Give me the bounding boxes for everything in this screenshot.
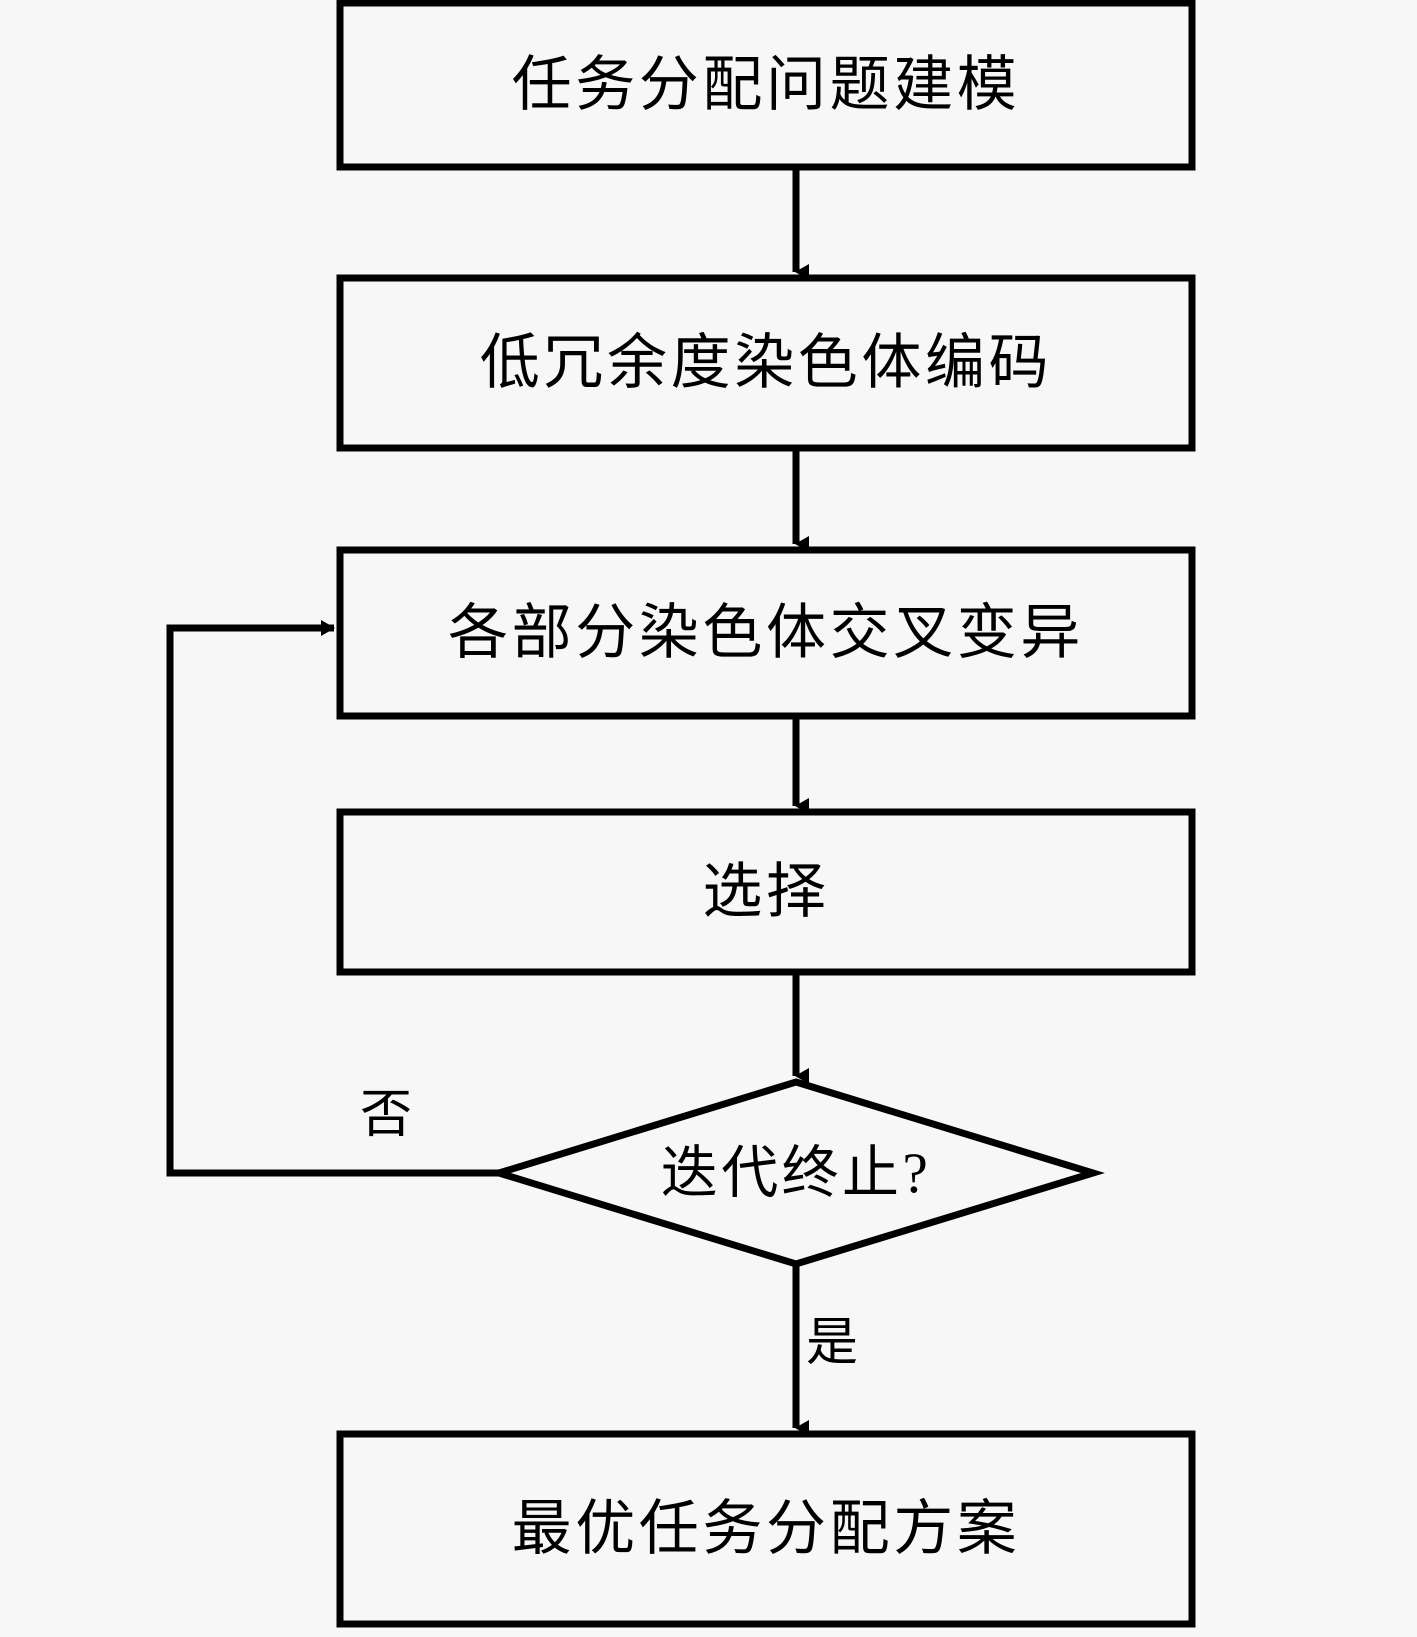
node-crossover-mutation	[336, 546, 1196, 720]
node-chromosome-encoding	[336, 274, 1196, 452]
node-selection	[336, 808, 1196, 976]
edge-label-no: 否	[360, 1087, 413, 1144]
edge-iteration-terminated-to-crossover-mutation	[166, 620, 499, 1177]
edge-label-yes: 是	[806, 1315, 859, 1372]
node-optimal-solution	[336, 1430, 1196, 1628]
node-iteration-terminated	[487, 1078, 1105, 1268]
node-problem-modeling	[336, 0, 1196, 171]
